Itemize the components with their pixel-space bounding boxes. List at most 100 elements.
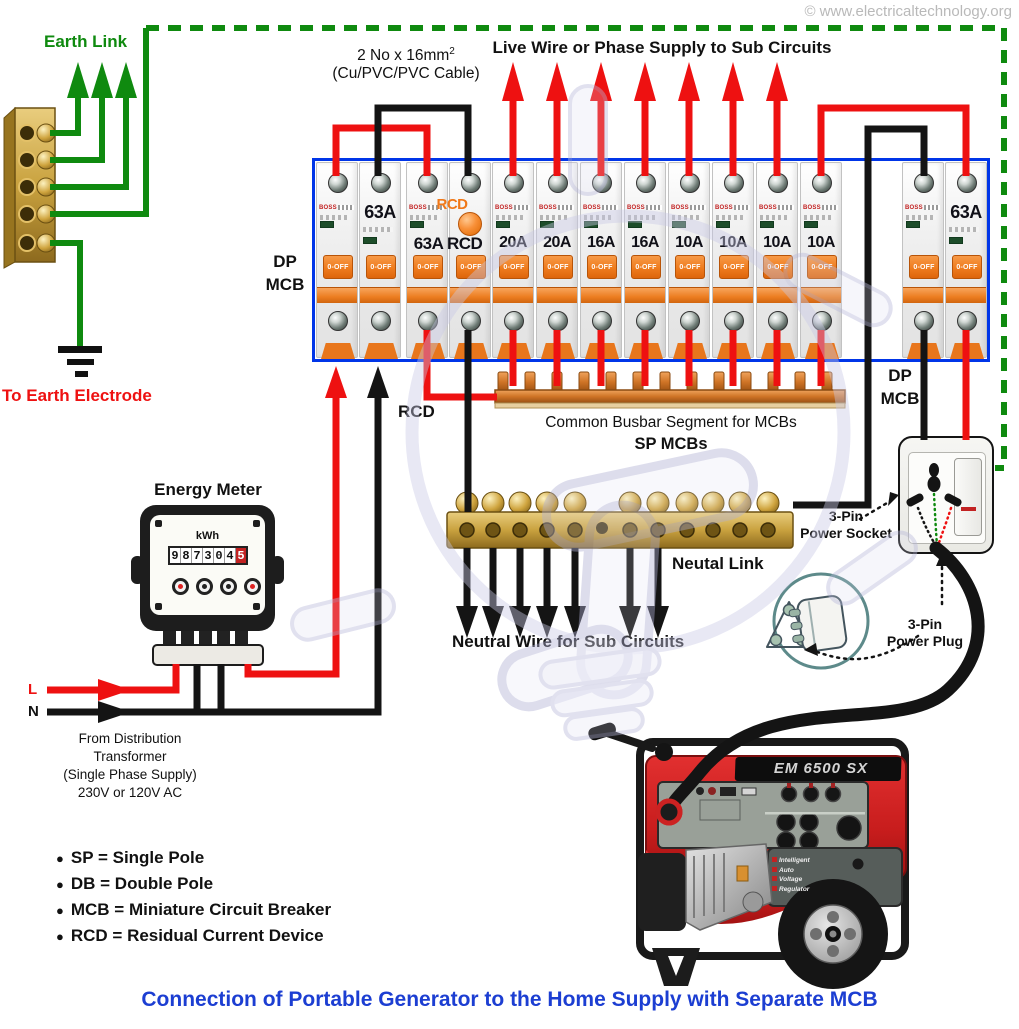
mcb-rcd-1[interactable]: BOSS 0-OFF	[406, 162, 448, 359]
earth-link-block	[3, 106, 56, 269]
mcb-switch[interactable]: 0-OFF	[631, 255, 661, 279]
mcb-sp-4[interactable]: BOSS 0-OFF	[624, 162, 666, 359]
meter-terminal	[220, 578, 237, 595]
earth-arrowheads	[67, 62, 137, 98]
socket-switch[interactable]	[954, 458, 982, 536]
sp-mcbs-label: SP MCBs	[634, 435, 708, 453]
n-supply-wire	[47, 398, 382, 716]
legend-item: ●SP = Single Pole	[56, 848, 205, 867]
rcd-test-button[interactable]	[458, 212, 482, 236]
mcb-switch[interactable]: 0-OFF	[587, 255, 617, 279]
mcb-brand: BOSS	[905, 205, 923, 211]
meter-unit-label: kWh	[195, 530, 220, 542]
rating-sp-7: 10A	[763, 234, 791, 251]
cable-entry-ring	[655, 798, 683, 826]
terminal-screw	[371, 311, 391, 331]
mcb-switch[interactable]: 0-OFF	[807, 255, 837, 279]
mcb-brand: BOSS	[671, 205, 689, 211]
live-wires	[47, 100, 970, 694]
earth-electrode-label: To Earth Electrode	[2, 386, 152, 405]
rating-dp-right: 63A	[950, 202, 982, 222]
socket-pin-holes	[906, 463, 962, 507]
mcb-brand: BOSS	[319, 205, 337, 211]
mcb-switch[interactable]: 0-OFF	[763, 255, 793, 279]
meter-terminal-cover	[152, 644, 264, 666]
earth-wires	[50, 25, 1007, 471]
mcb-brand: BOSS	[627, 205, 645, 211]
neutral-arrowheads	[98, 366, 669, 723]
mcb-brand: BOSS	[539, 205, 557, 211]
earth-link-label: Earth Link	[44, 32, 128, 51]
rating-sp-8: 10A	[807, 234, 835, 251]
rating-sp-3: 16A	[587, 234, 615, 251]
mcb-switch[interactable]: 0-OFF	[952, 255, 982, 279]
rating-sp-1: 20A	[499, 234, 527, 251]
legend-item: ●RCD = Residual Current Device	[56, 926, 324, 945]
legend-item: ●MCB = Miniature Circuit Breaker	[56, 900, 332, 919]
meter-to-dp-live	[244, 398, 340, 678]
earth-dashed-loop	[146, 25, 1007, 471]
mcb-switch[interactable]: 0-OFF	[413, 255, 443, 279]
mcb-dp-right-1[interactable]: BOSS 0-OFF	[902, 162, 944, 359]
line-label: L	[28, 681, 38, 698]
mcb-brand: BOSS	[759, 205, 777, 211]
mcb-switch[interactable]: 0-OFF	[719, 255, 749, 279]
meter-terminal	[244, 578, 261, 595]
neutral-wires	[47, 104, 928, 716]
mcb-brand: BOSS	[803, 205, 821, 211]
mcb-dp-left-2[interactable]: 0-OFF	[359, 162, 401, 359]
plug-inset	[766, 572, 870, 670]
mcb-switch[interactable]: 0-OFF	[499, 255, 529, 279]
neutral-label: N	[28, 703, 39, 720]
mcb-sp-5[interactable]: BOSS 0-OFF	[668, 162, 710, 359]
meter-terminal	[172, 578, 189, 595]
legend-item: ●DB = Double Pole	[56, 874, 214, 893]
mcb-sp-3[interactable]: BOSS 0-OFF	[580, 162, 622, 359]
live-wire-label: Live Wire or Phase Supply to Sub Circuit…	[492, 38, 832, 57]
meter-terminal	[196, 578, 213, 595]
legend: ●SP = Single Pole ●DB = Double Pole ●MCB…	[56, 845, 331, 949]
mcb-sp-7[interactable]: BOSS 0-OFF	[756, 162, 798, 359]
terminal-screw	[328, 311, 348, 331]
rating-sp-2: 20A	[543, 234, 571, 251]
socket-pin-leads	[916, 492, 953, 548]
mcb-brand: BOSS	[409, 205, 427, 211]
live-arrowheads	[98, 62, 788, 701]
earth-electrode-symbol	[58, 346, 102, 377]
sp-to-separate-dp-live	[817, 104, 970, 176]
mcb-switch[interactable]: 0-OFF	[323, 255, 353, 279]
rcd-wire-label: RCD	[398, 402, 435, 421]
busbar-label: Common Busbar Segment for MCBs	[545, 414, 797, 431]
cable-spec-label: 2 No x 16mm2 (Cu/PVC/PVC Cable)	[332, 46, 480, 83]
mcb-switch[interactable]: 0-OFF	[909, 255, 939, 279]
mcb-switch[interactable]: 0-OFF	[366, 255, 396, 279]
mcb-switch[interactable]: 0-OFF	[543, 255, 573, 279]
mcb-sp-8[interactable]: BOSS 0-OFF	[800, 162, 842, 359]
neutral-wire-label: Neutral Wire for Sub Circuits	[452, 632, 685, 651]
rating-sp-5: 10A	[675, 234, 703, 251]
dp-to-rcd-neutral	[374, 104, 472, 176]
l-supply-wire	[47, 664, 180, 694]
diagram-title: Connection of Portable Generator to the …	[141, 988, 878, 1011]
mcb-switch[interactable]: 0-OFF	[675, 255, 705, 279]
generator-cable	[663, 541, 985, 817]
mcb-brand: BOSS	[583, 205, 601, 211]
mcb-switch[interactable]: 0-OFF	[456, 255, 486, 279]
rating-dp-left: 63A	[364, 202, 396, 222]
generator-avr-label: Intelligent Auto Voltage Regulator	[772, 856, 810, 894]
generator	[588, 722, 909, 989]
mcb-dp-right-2[interactable]: 0-OFF	[945, 162, 987, 359]
generator-model-label: EM 6500 SX	[773, 760, 869, 777]
energy-meter-title: Energy Meter	[154, 480, 262, 499]
mcb-dp-left-1[interactable]: BOSS 0-OFF	[316, 162, 358, 359]
